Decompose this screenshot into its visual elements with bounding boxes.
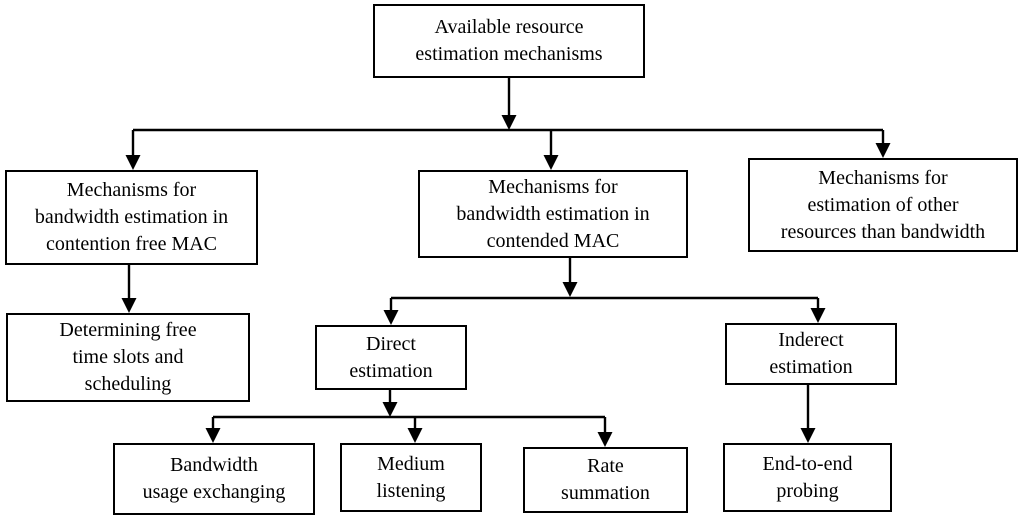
edge-contention-free-to-time-slots — [121, 265, 137, 313]
node-direct-estimation: Direct estimation — [315, 325, 467, 390]
node-label: End-to-end probing — [762, 452, 853, 502]
edge-indirect-to-probing — [800, 385, 816, 443]
node-medium-listening: Medium listening — [340, 443, 482, 512]
node-contention-free-mac: Mechanisms for bandwidth estimation in c… — [5, 170, 258, 265]
node-contended-mac: Mechanisms for bandwidth estimation in c… — [418, 170, 688, 258]
node-rate-summation: Rate summation — [523, 447, 688, 513]
node-label: Rate summation — [561, 455, 650, 504]
node-label: Medium listening — [376, 452, 446, 502]
node-other-resources: Mechanisms for estimation of other resou… — [748, 158, 1018, 252]
node-label: Available resource estimation mechanisms — [415, 16, 603, 65]
edge-direct-to-level4 — [205, 390, 613, 447]
node-label: Bandwidth usage exchanging — [142, 454, 286, 503]
node-label: Inderect estimation — [769, 329, 853, 378]
node-label: Determining free time slots and scheduli… — [59, 319, 197, 395]
node-label: Mechanisms for bandwidth estimation in c… — [34, 179, 229, 255]
node-label: Mechanisms for bandwidth estimation in c… — [456, 175, 650, 252]
edge-contended-to-level3 — [383, 258, 826, 325]
edge-root-to-level2 — [125, 78, 891, 170]
node-label: Direct estimation — [349, 332, 433, 382]
node-indirect-estimation: Inderect estimation — [725, 323, 897, 385]
node-label: Mechanisms for estimation of other resou… — [780, 166, 986, 243]
node-end-to-end-probing: End-to-end probing — [723, 443, 892, 512]
node-free-time-slots: Determining free time slots and scheduli… — [6, 313, 250, 402]
node-bandwidth-usage-exchanging: Bandwidth usage exchanging — [113, 443, 315, 515]
node-available-resource-estimation: Available resource estimation mechanisms — [373, 4, 645, 78]
